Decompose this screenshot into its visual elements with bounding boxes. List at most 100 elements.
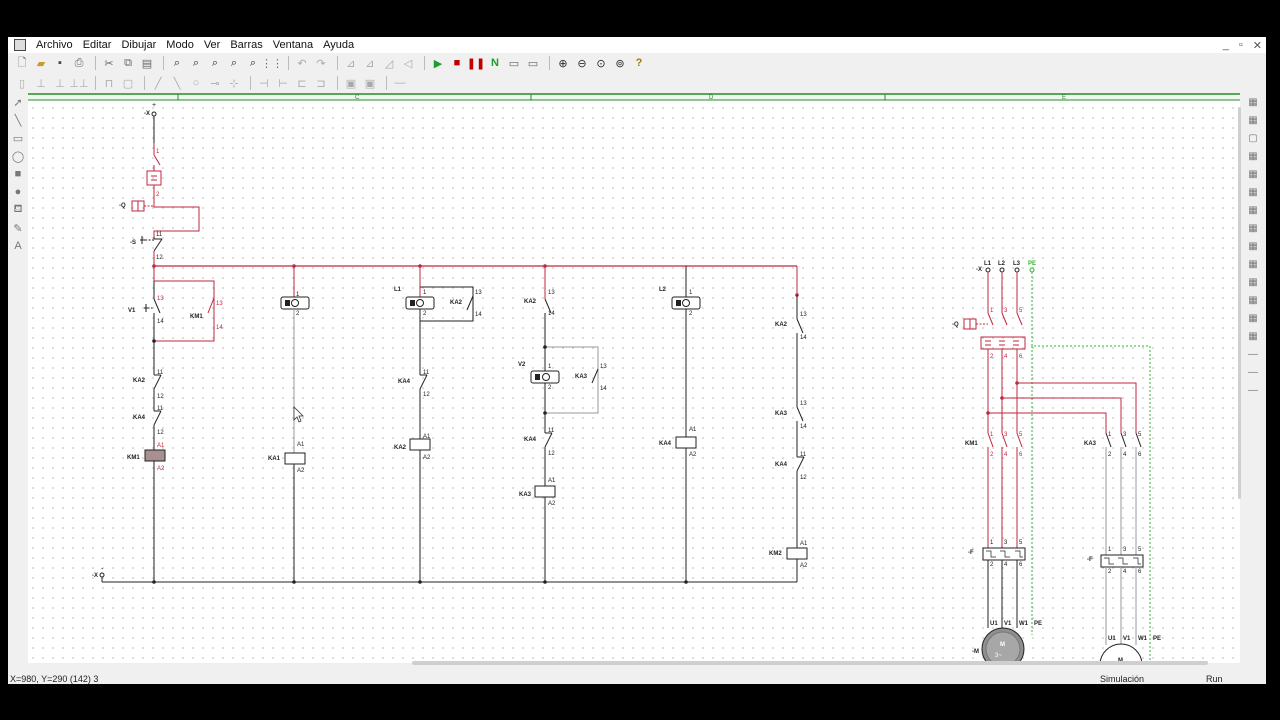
- line-tool-icon[interactable]: ╲: [14, 114, 22, 127]
- palette-item-icon[interactable]: ▦: [1248, 114, 1258, 126]
- frame-icon[interactable]: ▣: [364, 77, 376, 90]
- menu-archivo[interactable]: Archivo: [36, 39, 73, 51]
- node-icon[interactable]: ○: [192, 77, 200, 89]
- overload-relay-2-symbol: [1104, 557, 1141, 565]
- connector-icon[interactable]: ⊐: [316, 77, 326, 90]
- window-tile-icon[interactable]: ▭: [527, 57, 539, 70]
- undo-icon[interactable]: ↶: [297, 57, 307, 70]
- palette-item-icon[interactable]: ▦: [1248, 96, 1258, 108]
- text-tool-icon[interactable]: A: [14, 240, 22, 252]
- window-icon[interactable]: ▭: [508, 57, 520, 70]
- motor1-tag: -M: [972, 649, 979, 655]
- toolbar-separator: [288, 56, 289, 70]
- ka4-col3-terminal-11: 11: [423, 370, 430, 376]
- fill-tool-icon[interactable]: ⛾: [13, 203, 23, 215]
- sensor-l2-symbol: [682, 299, 690, 307]
- power-breaker-contact: [1001, 312, 1008, 326]
- minimize-button[interactable]: _: [1222, 39, 1229, 51]
- new-file-icon[interactable]: 🗋: [17, 56, 27, 69]
- pen-tool-icon[interactable]: ✎: [13, 222, 23, 235]
- palette-item-icon[interactable]: ▢: [1248, 132, 1258, 144]
- paste-icon[interactable]: ▤: [141, 57, 153, 70]
- l2-label: L2: [659, 287, 667, 293]
- palette-item-icon[interactable]: ▦: [1248, 258, 1258, 270]
- km1-power-n4: 4: [1004, 452, 1008, 458]
- stop-simulation-icon[interactable]: ■: [453, 57, 461, 69]
- bus-icon[interactable]: ⊏: [297, 77, 307, 90]
- cut-icon[interactable]: ✂: [104, 57, 114, 70]
- palette-item-icon[interactable]: ▦: [1248, 240, 1258, 252]
- pointer-icon[interactable]: ➚: [13, 96, 23, 109]
- help-icon[interactable]: ?: [635, 57, 643, 69]
- align-center-icon[interactable]: ⊿: [365, 57, 375, 70]
- wire-icon[interactable]: ╱: [154, 77, 162, 90]
- align-left-icon[interactable]: ⊿: [346, 57, 356, 70]
- breaker-contact: [153, 154, 161, 166]
- zoom-select-icon[interactable]: ⌕: [211, 56, 219, 69]
- component-icon[interactable]: ▯: [18, 77, 26, 90]
- junction-icon[interactable]: ⊸: [210, 77, 220, 90]
- menu-ventana[interactable]: Ventana: [272, 39, 314, 51]
- menu-editar[interactable]: Editar: [82, 39, 112, 51]
- filled-rect-tool-icon[interactable]: ■: [14, 168, 22, 180]
- palette-item-icon[interactable]: ▦: [1248, 330, 1258, 342]
- coil-icon[interactable]: ⊓: [104, 77, 114, 90]
- open-folder-icon[interactable]: ▰: [36, 57, 46, 70]
- print-icon[interactable]: ⎙: [74, 56, 84, 69]
- line-icon[interactable]: —: [394, 77, 406, 89]
- palette-item-icon[interactable]: ▦: [1248, 294, 1258, 306]
- zoom-fit-icon[interactable]: ⊙: [596, 57, 606, 70]
- schematic-canvas[interactable]: C D E + -X -Q 1: [28, 93, 1240, 663]
- menu-ayuda[interactable]: Ayuda: [323, 39, 355, 51]
- contact-icon[interactable]: ⊥: [36, 77, 46, 90]
- step-simulation-icon[interactable]: N: [491, 57, 499, 69]
- run-simulation-icon[interactable]: ▶: [433, 57, 443, 70]
- zoom-page-icon[interactable]: ⊚: [615, 57, 625, 70]
- zoom-in-icon[interactable]: ⊕: [558, 57, 568, 70]
- multi-contact-icon[interactable]: ⊥⊥: [69, 77, 89, 90]
- pause-simulation-icon[interactable]: ❚❚: [466, 57, 486, 70]
- palette-item-icon[interactable]: ▦: [1248, 186, 1258, 198]
- terminal-icon[interactable]: ⊣: [259, 77, 269, 90]
- rectangle-tool-icon[interactable]: ▭: [12, 132, 24, 145]
- mirror-icon[interactable]: ◿: [384, 57, 394, 70]
- wire-bend-icon[interactable]: ╲: [173, 77, 181, 90]
- redo-icon[interactable]: ↷: [316, 57, 326, 70]
- cross-icon[interactable]: ⊹: [229, 77, 239, 90]
- menu-barras[interactable]: Barras: [230, 39, 263, 51]
- replace-icon[interactable]: ⌕: [230, 56, 238, 69]
- vertical-scrollbar[interactable]: [1238, 107, 1241, 499]
- app-icon[interactable]: [14, 39, 26, 51]
- horizontal-scrollbar[interactable]: [412, 661, 1208, 665]
- ellipse-tool-icon[interactable]: ◯: [11, 150, 25, 163]
- rotate-icon[interactable]: ◁: [403, 57, 413, 70]
- menu-dibujar[interactable]: Dibujar: [121, 39, 157, 51]
- v1-terminal-14: 14: [157, 319, 164, 325]
- filled-ellipse-tool-icon[interactable]: ●: [14, 186, 22, 198]
- junction: [986, 411, 990, 415]
- timer-icon[interactable]: ▢: [122, 77, 134, 90]
- palette-item-icon[interactable]: ▦: [1248, 222, 1258, 234]
- palette-item-icon[interactable]: ▦: [1248, 312, 1258, 324]
- close-button[interactable]: ✕: [1252, 39, 1262, 52]
- toolbar-separator: [424, 56, 425, 70]
- palette-item-icon[interactable]: ▦: [1248, 276, 1258, 288]
- terminal-strip-icon[interactable]: ⊢: [278, 77, 288, 90]
- menu-modo[interactable]: Modo: [166, 39, 194, 51]
- contact-nc-icon[interactable]: ⊥: [55, 77, 65, 90]
- stop-tag: -S: [130, 240, 136, 246]
- palette-item-icon[interactable]: ▦: [1248, 204, 1258, 216]
- l1-label: L1: [394, 287, 402, 293]
- block-icon[interactable]: ▣: [345, 77, 357, 90]
- zoom-out-icon[interactable]: ⊖: [577, 57, 587, 70]
- menu-ver[interactable]: Ver: [203, 39, 221, 51]
- find-next-icon[interactable]: ⌕: [192, 56, 200, 69]
- save-icon[interactable]: ▪: [58, 57, 62, 69]
- grid-icon[interactable]: ⋮⋮: [261, 57, 283, 70]
- copy-icon[interactable]: ⧉: [124, 56, 132, 69]
- palette-item-icon[interactable]: ▦: [1248, 168, 1258, 180]
- find-icon[interactable]: ⌕: [173, 56, 181, 69]
- restore-button[interactable]: ▫: [1238, 39, 1243, 51]
- inspect-icon[interactable]: ⌕: [249, 56, 257, 69]
- palette-item-icon[interactable]: ▦: [1248, 150, 1258, 162]
